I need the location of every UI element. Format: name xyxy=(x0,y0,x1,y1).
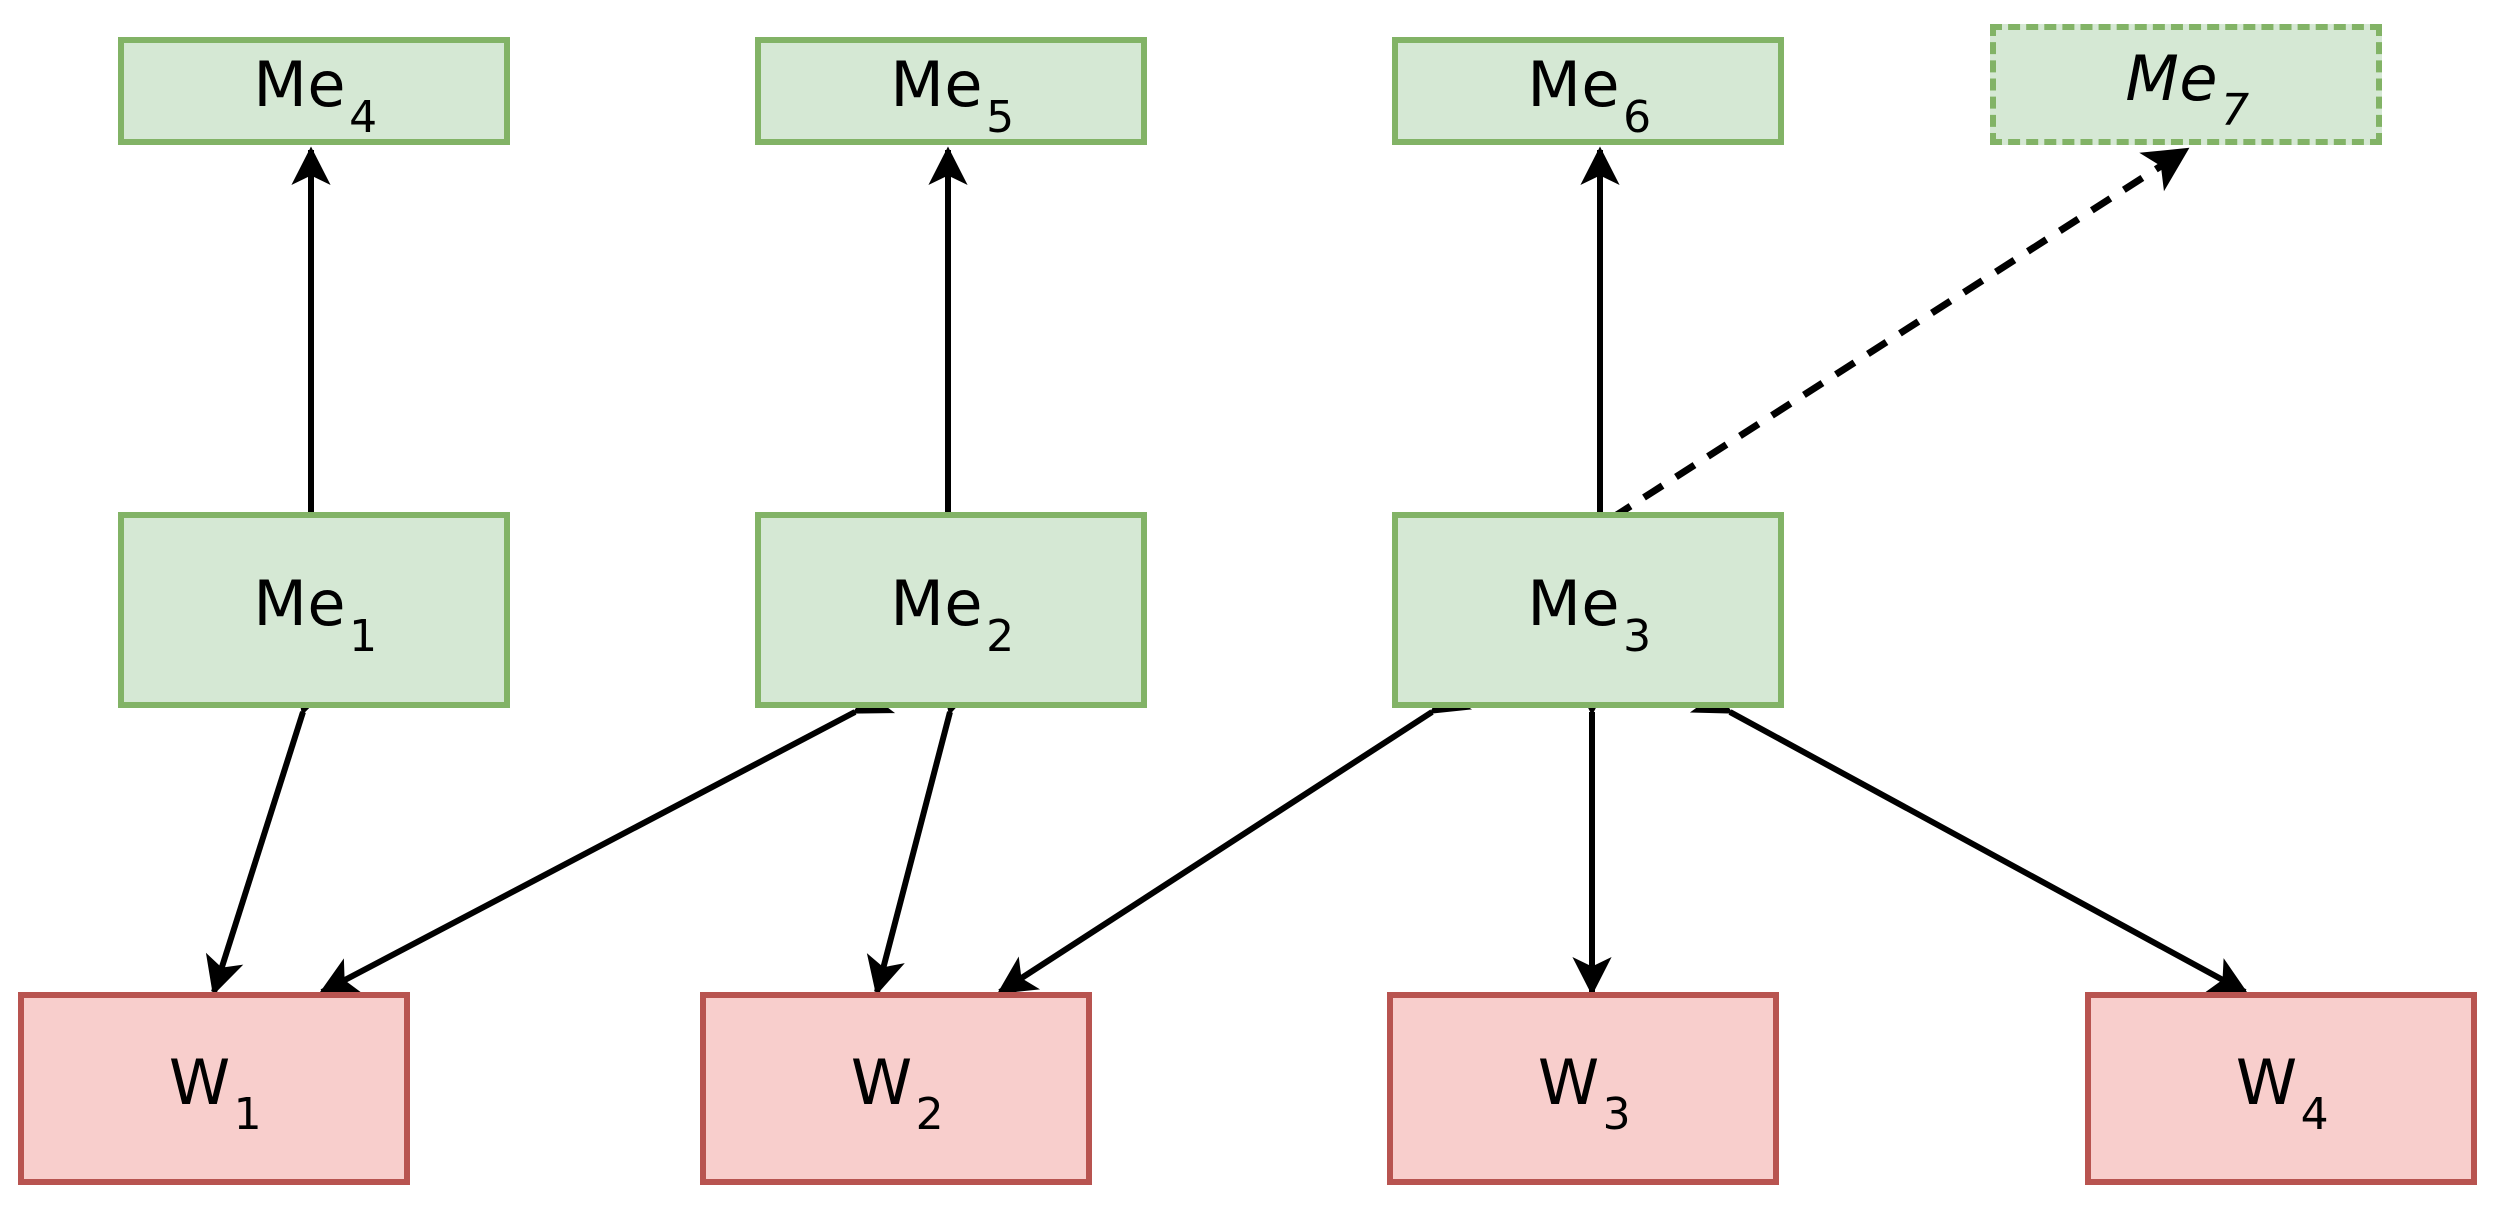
node-label-subscript: 1 xyxy=(233,1089,263,1141)
node-label-base: W xyxy=(1537,1045,1600,1119)
edge-me3-w4 xyxy=(1689,678,2249,995)
node-label-subscript: 2 xyxy=(986,610,1015,662)
node-label-subscript: 6 xyxy=(1623,91,1652,143)
node-label-subscript: 2 xyxy=(915,1089,945,1141)
node-label-base: Me xyxy=(2125,41,2219,115)
edge-me1-w1 xyxy=(205,672,333,996)
node-me4[interactable]: Me4 xyxy=(118,37,510,145)
node-label-subscript: 3 xyxy=(1602,1089,1632,1141)
node-label-base: Me xyxy=(253,48,347,122)
edge-me2-w1 xyxy=(318,678,896,995)
node-label-me4: Me4 xyxy=(253,54,377,139)
node-me3[interactable]: Me3 xyxy=(1392,512,1784,708)
node-label-subscript: 5 xyxy=(986,91,1015,143)
node-w1[interactable]: W1 xyxy=(18,992,410,1185)
node-label-w3: W3 xyxy=(1538,1051,1631,1136)
edge-me3-w2 xyxy=(997,676,1473,995)
node-label-base: Me xyxy=(890,48,984,122)
node-label-base: Me xyxy=(890,567,984,641)
node-me6[interactable]: Me6 xyxy=(1392,37,1784,145)
edge-me3-me7 xyxy=(1565,147,2190,560)
node-label-subscript: 4 xyxy=(349,91,378,143)
node-label-me7: Me7 xyxy=(2125,47,2249,132)
node-label-subscript: 4 xyxy=(2300,1089,2330,1141)
node-w4[interactable]: W4 xyxy=(2085,992,2477,1185)
edge-me2-w2 xyxy=(866,673,978,996)
node-me7[interactable]: Me7 xyxy=(1990,24,2382,145)
node-label-w2: W2 xyxy=(851,1051,944,1136)
node-label-base: Me xyxy=(1527,567,1621,641)
node-label-base: W xyxy=(2235,1045,2298,1119)
node-label-subscript: 3 xyxy=(1623,610,1652,662)
node-me5[interactable]: Me5 xyxy=(755,37,1147,145)
node-label-me6: Me6 xyxy=(1527,54,1651,139)
node-label-w1: W1 xyxy=(169,1051,262,1136)
node-label-subscript: 7 xyxy=(2221,85,2250,137)
node-w3[interactable]: W3 xyxy=(1387,992,1779,1185)
node-w2[interactable]: W2 xyxy=(700,992,1092,1185)
node-label-base: W xyxy=(168,1045,231,1119)
node-label-me1: Me1 xyxy=(253,573,377,658)
node-label-me2: Me2 xyxy=(890,573,1014,658)
node-label-base: Me xyxy=(253,567,347,641)
node-label-base: W xyxy=(850,1045,913,1119)
node-label-w4: W4 xyxy=(2236,1051,2329,1136)
node-me1[interactable]: Me1 xyxy=(118,512,510,708)
node-label-subscript: 1 xyxy=(349,610,378,662)
node-label-base: Me xyxy=(1527,48,1621,122)
node-label-me3: Me3 xyxy=(1527,573,1651,658)
node-me2[interactable]: Me2 xyxy=(755,512,1147,708)
node-label-me5: Me5 xyxy=(890,54,1014,139)
